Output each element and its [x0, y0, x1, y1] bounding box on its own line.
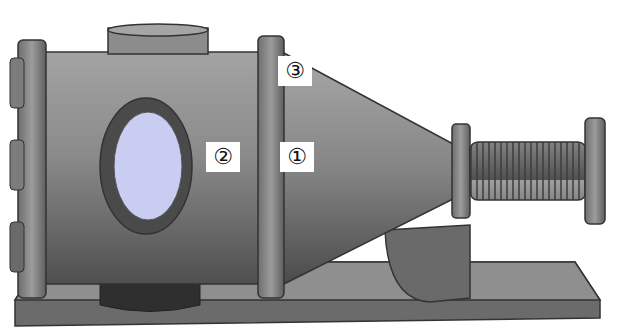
flange-tab	[10, 222, 24, 272]
small-flange	[452, 124, 470, 218]
cone-support	[385, 225, 470, 302]
flange-tab	[10, 58, 24, 108]
bellows	[470, 142, 586, 200]
top-port-cap	[108, 24, 208, 36]
chamber-body	[40, 52, 270, 284]
callout-number: ①	[280, 142, 314, 172]
viewport-rim	[100, 98, 192, 234]
callout-number: ③	[278, 56, 312, 86]
flange-tab	[10, 140, 24, 190]
end-flange	[585, 118, 605, 224]
viewport-window	[114, 112, 182, 220]
callout-number: ②	[206, 142, 240, 172]
